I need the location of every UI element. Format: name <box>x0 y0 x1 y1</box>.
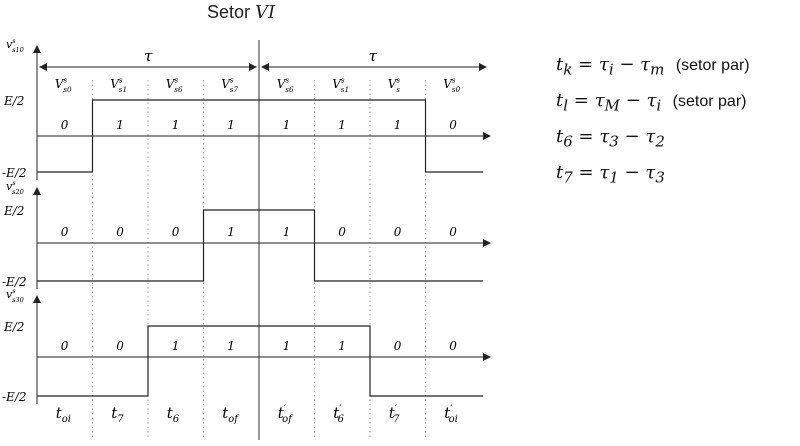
state-label: 0 <box>394 339 402 353</box>
state-label: 1 <box>227 339 235 353</box>
state-label: 0 <box>116 225 124 239</box>
state-label: 1 <box>394 118 402 132</box>
state-label: 1 <box>172 118 180 132</box>
state-label: 0 <box>394 225 402 239</box>
state-label: 0 <box>338 225 346 239</box>
state-label: 1 <box>283 225 291 239</box>
state-label: 0 <box>449 339 457 353</box>
equation-2: tl = τM − τi (setor par) <box>556 90 747 115</box>
state-label: 1 <box>283 118 291 132</box>
state-label: 1 <box>338 118 346 132</box>
state-label: 0 <box>449 118 457 132</box>
title-sector: VI <box>255 2 276 23</box>
state-label: 0 <box>61 339 69 353</box>
state-label: 1 <box>227 118 235 132</box>
level-low-label: -E/2 <box>2 275 27 289</box>
waveform <box>37 99 483 173</box>
waveform <box>37 325 483 397</box>
state-label: 0 <box>61 225 69 239</box>
level-high-label: E/2 <box>3 320 24 334</box>
state-label: 1 <box>338 339 346 353</box>
level-low-label: -E/2 <box>2 166 27 180</box>
state-label: 1 <box>172 339 180 353</box>
state-label: 0 <box>61 118 69 132</box>
level-low-label: -E/2 <box>2 390 27 404</box>
time-label: t′7 <box>389 404 400 425</box>
time-label: t7 <box>111 404 124 425</box>
state-label: 1 <box>283 339 291 353</box>
equation-1: tk = τi − τm (setor par) <box>556 54 750 79</box>
state-label: 0 <box>116 339 124 353</box>
equation-4: t7 = τ1 − τ3 <box>556 162 665 187</box>
time-label: t′6 <box>333 404 344 425</box>
diagram-title: Setor VI <box>207 2 275 23</box>
time-label: t′of <box>278 404 294 425</box>
state-label: 0 <box>172 225 180 239</box>
state-label: 1 <box>116 118 124 132</box>
axes <box>33 40 491 440</box>
tau-label-right: τ <box>369 47 378 65</box>
state-label: 0 <box>449 225 457 239</box>
time-label: tof <box>222 404 240 425</box>
state-label: 1 <box>227 225 235 239</box>
level-high-label: E/2 <box>3 204 24 218</box>
tau-label-left: τ <box>144 47 153 65</box>
equation-3: t6 = τ3 − τ2 <box>556 126 665 151</box>
time-label: t6 <box>167 404 180 425</box>
title-prefix: Setor <box>207 2 256 22</box>
time-label: toi <box>56 404 71 425</box>
waveforms <box>37 99 483 397</box>
level-high-label: E/2 <box>3 94 24 108</box>
waveform <box>37 209 483 282</box>
time-label: t′oi <box>444 404 458 425</box>
